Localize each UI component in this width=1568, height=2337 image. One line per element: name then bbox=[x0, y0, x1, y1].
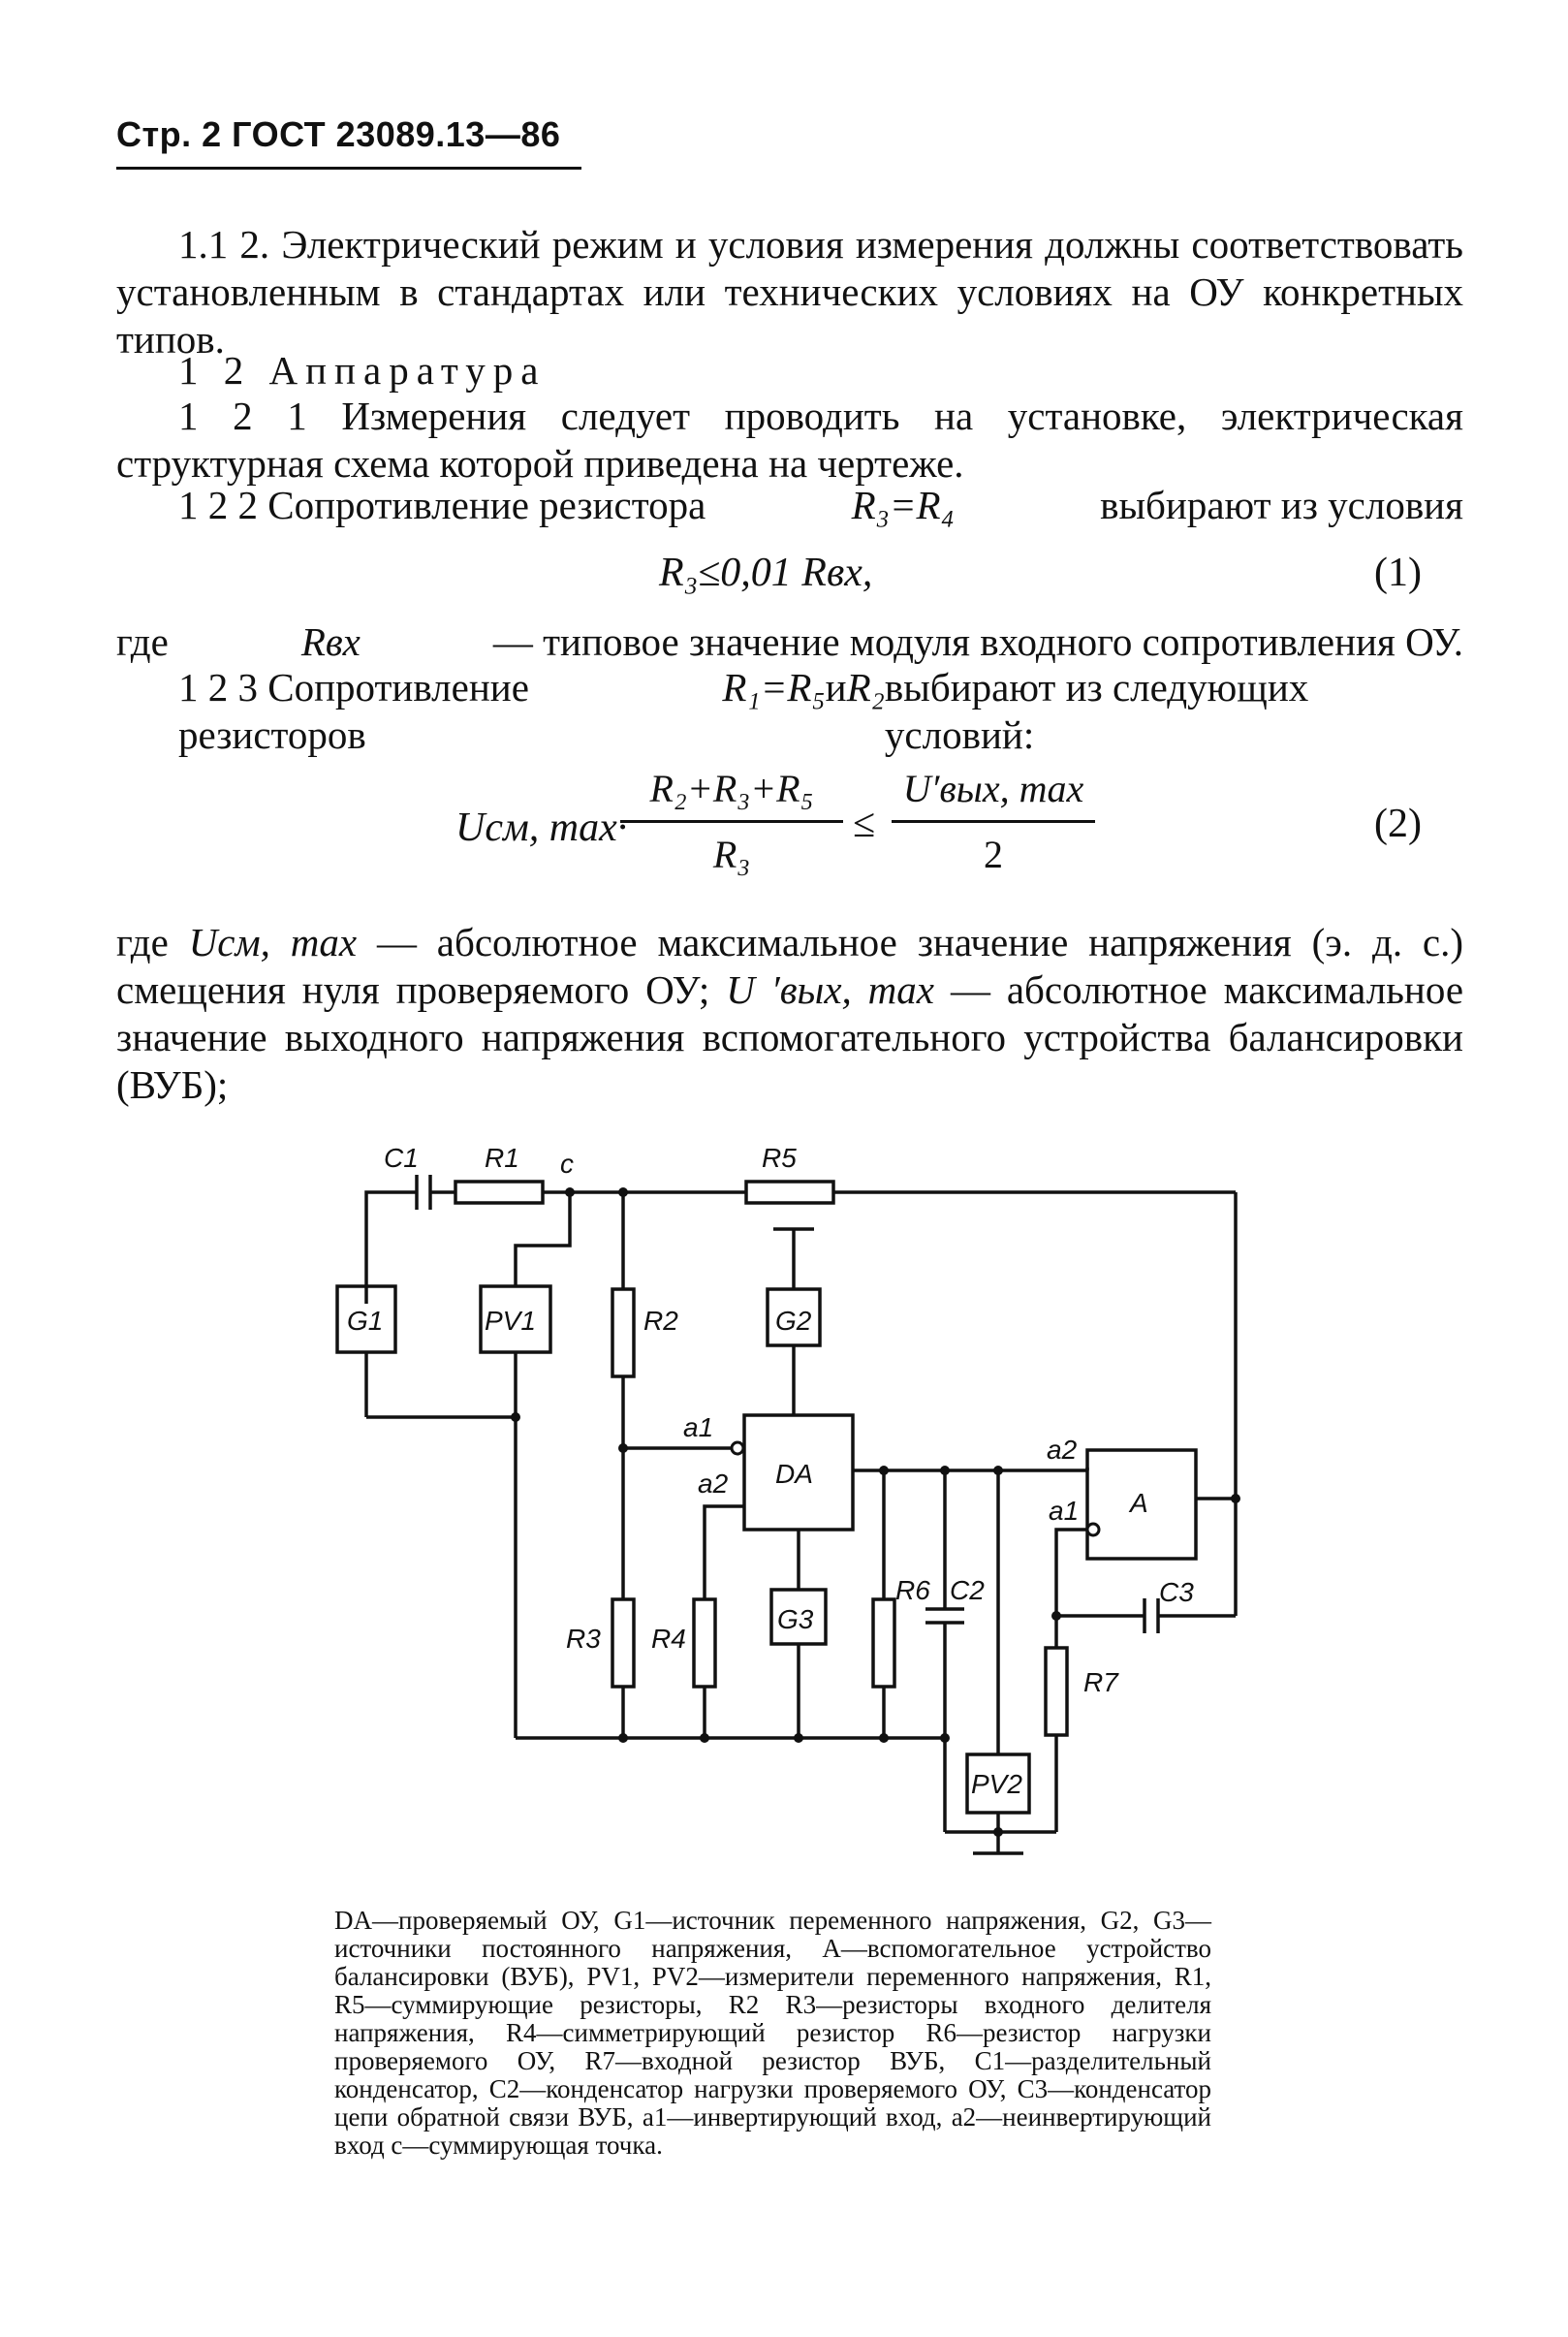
formula-2-rhs-numerator-text: U′вых, max bbox=[902, 767, 1084, 810]
paragraph-1-2-2-text-b: выбирают из условия bbox=[1100, 483, 1463, 527]
page-header: Стр. 2 ГОСТ 23089.13—86 bbox=[116, 114, 561, 154]
label-r4: R4 bbox=[651, 1624, 686, 1654]
inline-formula-u-vyx-max: U ′вых, max bbox=[726, 967, 934, 1012]
label-pv2: PV2 bbox=[971, 1769, 1022, 1799]
paragraph-1-2-3-text-b: и bbox=[825, 665, 847, 710]
label-a1-a: a1 bbox=[1049, 1496, 1079, 1526]
formula-2-numerator-text: R₂+R₃+R₅ bbox=[649, 767, 814, 810]
label-c2: C2 bbox=[950, 1575, 985, 1605]
formula-2-numerator: R₂+R₃+R₅ bbox=[620, 766, 843, 811]
label-g2: G2 bbox=[775, 1306, 812, 1336]
header-rule bbox=[116, 167, 581, 170]
label-r7: R7 bbox=[1083, 1667, 1119, 1697]
label-r3: R3 bbox=[566, 1624, 601, 1654]
paragraph-where-2-text-b: — абсолютное максимальное значение напря… bbox=[116, 920, 1464, 1012]
paragraph-where-2-text-c: — абсолютное максимальное значение выход… bbox=[116, 967, 1464, 1107]
paragraph-1-2-2: 1 2 2 Сопротивление резистора R₃=R₄ выби… bbox=[116, 482, 1463, 529]
formula-2-denominator: R₃ bbox=[620, 832, 843, 877]
paragraph-where-2: где Uсм, max — абсолютное максимальное з… bbox=[116, 919, 1463, 1109]
inline-formula-r-vx: Rвх bbox=[300, 619, 361, 664]
label-c: c bbox=[560, 1149, 574, 1179]
inline-formula-u-sm-max: Uсм, max bbox=[188, 920, 358, 964]
paragraph-where-1-text-a: где bbox=[116, 619, 169, 664]
formula-2-denominator-text: R₃ bbox=[712, 833, 751, 876]
paragraph-1-2-2-text-a: 1 2 2 Сопротивление резистора bbox=[178, 483, 706, 527]
paragraph-1-2-3-text-c: выбирают из следующих условий: bbox=[884, 665, 1309, 757]
formula-2-number: (2) bbox=[1374, 802, 1422, 846]
formula-2-fraction-line bbox=[620, 820, 843, 823]
label-a1-da: a1 bbox=[683, 1412, 713, 1442]
formula-2-rhs-denominator: 2 bbox=[984, 833, 1003, 876]
paragraph-where-1: где Rвх — типовое значение модуля входно… bbox=[116, 618, 1463, 666]
paragraph-1-2-1: 1 2 1 Измерения следует проводить на уст… bbox=[116, 394, 1463, 486]
label-a2-a: a2 bbox=[1047, 1435, 1078, 1465]
label-pv1: PV1 bbox=[485, 1306, 536, 1336]
formula-2-relation: ≤ bbox=[853, 802, 876, 846]
label-r5: R5 bbox=[762, 1143, 797, 1173]
formula-2-rhs-numerator: U′вых, max bbox=[892, 766, 1095, 811]
label-a: A bbox=[1128, 1488, 1148, 1518]
formula-2-prefix-text: Uсм, max· bbox=[455, 805, 628, 850]
label-r6: R6 bbox=[895, 1575, 930, 1605]
paragraph-where-1-text-b: — типовое значение модуля входного сопро… bbox=[492, 619, 1463, 664]
paragraph-1-2-3: 1 2 3 Сопротивление резисторов R₁=R₅ и R… bbox=[116, 664, 1463, 759]
label-g1: G1 bbox=[347, 1306, 383, 1336]
paragraph-1-1-2: 1.1 2. Электрический режим и условия изм… bbox=[116, 222, 1463, 362]
circuit-diagram: C1 R1 c R5 G1 PV1 R2 G2 a1 a2 DA a2 a1 A… bbox=[335, 1143, 1240, 1855]
section-heading-apparatus: 1 2 Аппаратура bbox=[178, 348, 547, 393]
formula-1-number: (1) bbox=[1374, 551, 1422, 595]
inline-formula-r3-eq-r4: R₃=R₄ bbox=[851, 483, 955, 527]
paragraph-where-2-text-a: где bbox=[116, 920, 169, 964]
label-da: DA bbox=[775, 1459, 813, 1489]
label-c1: C1 bbox=[384, 1143, 419, 1173]
label-r2: R2 bbox=[643, 1306, 678, 1336]
formula-1-text: R₃≤0,01 Rвх, bbox=[659, 551, 873, 595]
formula-2-rhs-fraction-line bbox=[892, 820, 1095, 823]
inline-formula-r2: R₂ bbox=[846, 665, 885, 710]
formula-1: R₃≤0,01 Rвх, bbox=[659, 550, 872, 596]
formula-2-prefix: Uсм, max· bbox=[455, 805, 627, 851]
label-c3: C3 bbox=[1159, 1577, 1194, 1607]
paragraph-1-2-3-text-a: 1 2 3 Сопротивление резисторов bbox=[178, 665, 529, 757]
figure-caption: DA—проверяемый ОУ, G1—источник переменно… bbox=[334, 1906, 1211, 2160]
label-a2-da: a2 bbox=[698, 1469, 729, 1499]
inline-formula-r1-eq-r5: R₁=R₅ bbox=[722, 665, 826, 710]
label-g3: G3 bbox=[777, 1604, 814, 1634]
label-r1: R1 bbox=[485, 1143, 519, 1173]
